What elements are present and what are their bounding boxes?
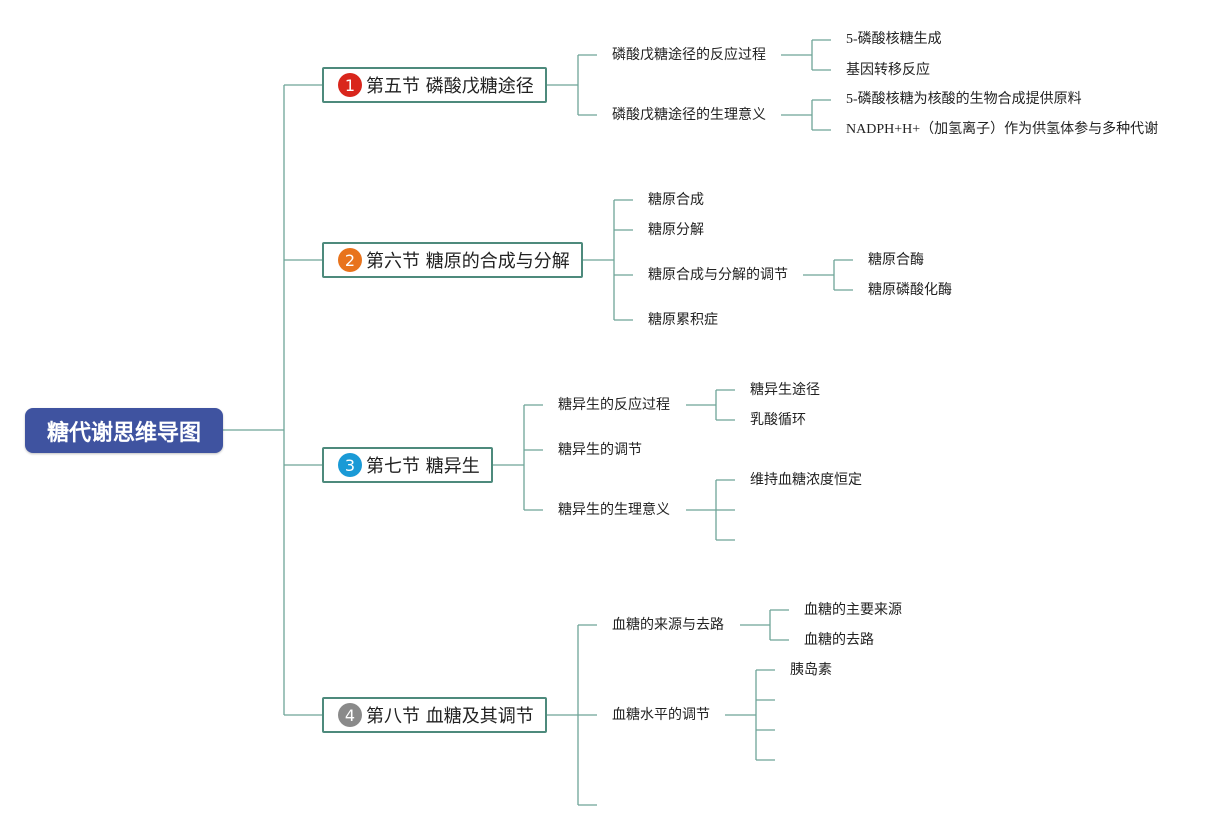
leaf-topic[interactable]: 血糖的主要来源 [804, 602, 902, 618]
subtopic[interactable]: 糖原累积症 [648, 312, 718, 328]
subtopic[interactable]: 糖原合成与分解的调节 [648, 267, 788, 283]
root-topic[interactable]: 糖代谢思维导图 [25, 408, 223, 453]
leaf-topic[interactable]: 5-磷酸核糖为核酸的生物合成提供原料 [846, 92, 1082, 107]
subtopic[interactable]: 磷酸戊糖途径的生理意义 [612, 107, 766, 123]
subtopic[interactable]: 血糖水平的调节 [612, 707, 710, 723]
section-title: 第六节 糖原的合成与分解 [366, 251, 570, 272]
leaf-topic[interactable]: 维持血糖浓度恒定 [750, 472, 862, 488]
leaf-topic[interactable]: 胰岛素 [790, 662, 832, 678]
subtopic[interactable]: 糖原合成 [648, 192, 704, 208]
leaf-topic[interactable]: 基因转移反应 [846, 62, 930, 78]
subtopic[interactable]: 磷酸戊糖途径的反应过程 [612, 47, 766, 63]
section-topic-4[interactable]: 4 第八节 血糖及其调节 [322, 697, 547, 733]
subtopic[interactable]: 糖原分解 [648, 222, 704, 238]
leaf-topic[interactable]: NADPH+H+（加氢离子）作为供氢体参与多种代谢 [846, 122, 1159, 137]
section-topic-1[interactable]: 1 第五节 磷酸戊糖途径 [322, 67, 547, 103]
subtopic[interactable]: 糖异生的生理意义 [558, 502, 670, 518]
leaf-topic[interactable]: 糖异生途径 [750, 382, 820, 398]
leaf-topic[interactable]: 糖原合酶 [868, 252, 924, 268]
section-topic-3[interactable]: 3 第七节 糖异生 [322, 447, 493, 483]
number-badge-icon: 2 [338, 248, 362, 272]
section-title: 第七节 糖异生 [366, 456, 480, 477]
leaf-topic[interactable]: 糖原磷酸化酶 [868, 282, 952, 298]
leaf-topic[interactable]: 血糖的去路 [804, 632, 874, 648]
number-badge-icon: 1 [338, 73, 362, 97]
subtopic[interactable]: 血糖的来源与去路 [612, 617, 724, 633]
number-badge-icon: 3 [338, 453, 362, 477]
subtopic[interactable]: 糖异生的调节 [558, 442, 642, 458]
number-badge-icon: 4 [338, 703, 362, 727]
section-topic-2[interactable]: 2 第六节 糖原的合成与分解 [322, 242, 583, 278]
leaf-topic[interactable]: 5-磷酸核糖生成 [846, 32, 942, 47]
subtopic[interactable]: 糖异生的反应过程 [558, 397, 670, 413]
root-title: 糖代谢思维导图 [46, 420, 201, 446]
section-title: 第五节 磷酸戊糖途径 [366, 76, 534, 97]
section-title: 第八节 血糖及其调节 [366, 706, 534, 727]
leaf-topic[interactable]: 乳酸循环 [750, 412, 806, 428]
